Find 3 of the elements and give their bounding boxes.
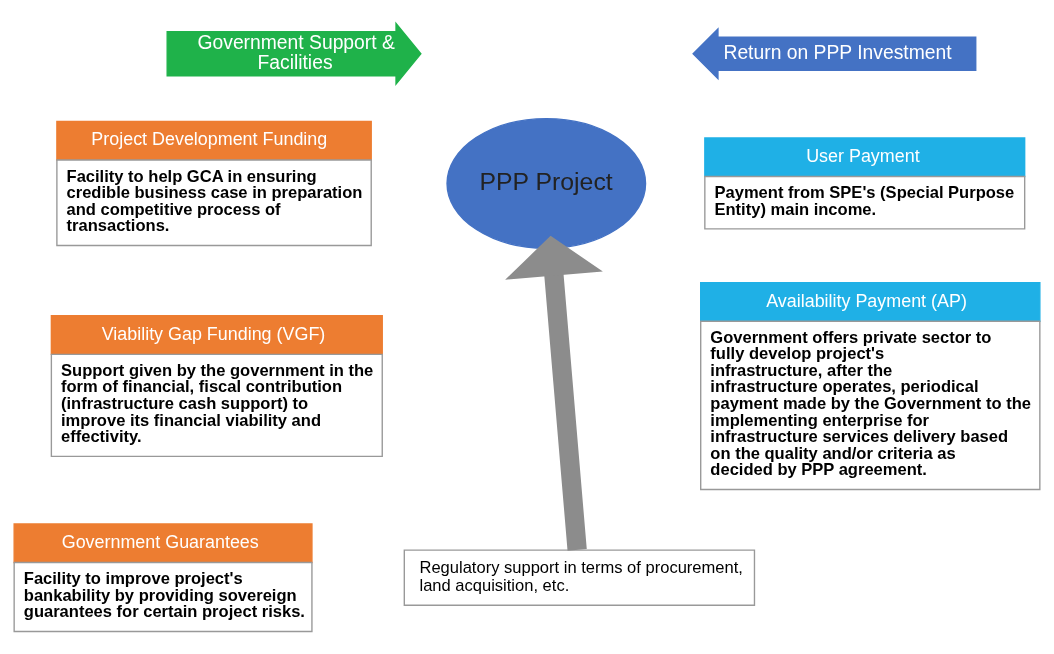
arrow [505,235,603,551]
node-box: Regulatory support in terms of procurement, land acquisition, etc. [403,548,756,606]
node-ellipse: PPP Project [446,117,647,249]
